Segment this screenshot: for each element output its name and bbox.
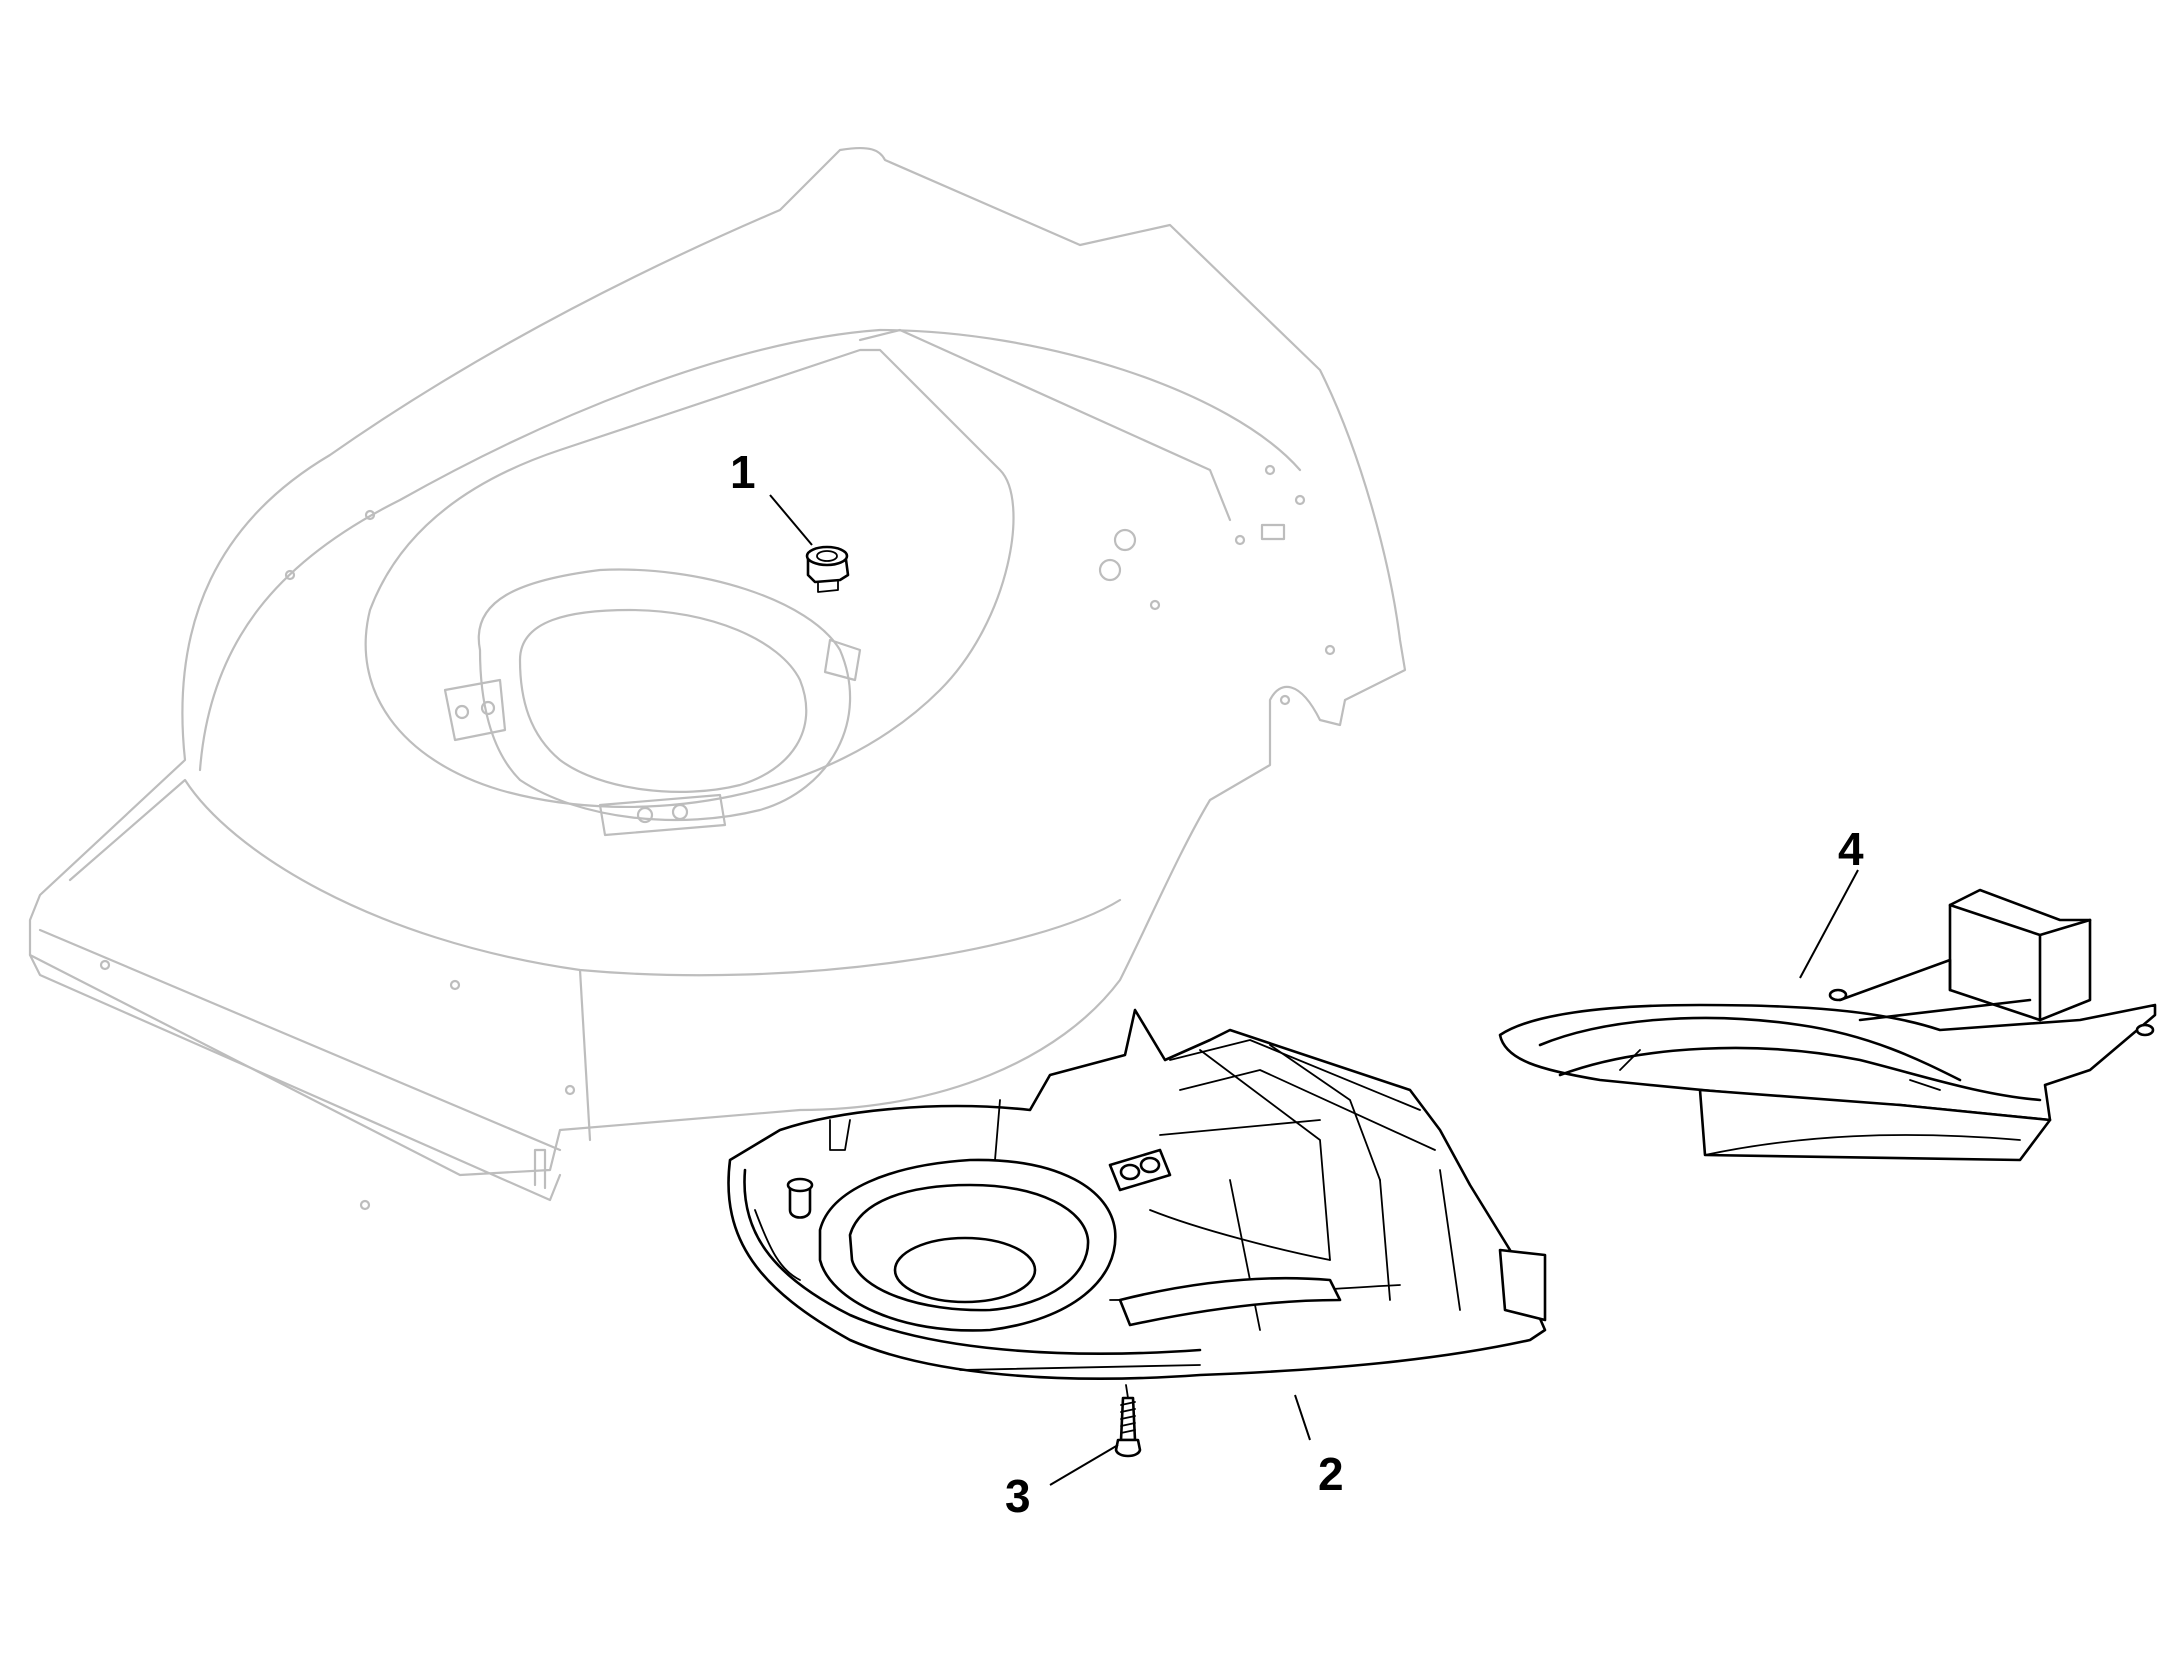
leader-line-2 — [1294, 1394, 1311, 1441]
leader-line-4 — [1799, 869, 1859, 979]
leader-lines — [769, 494, 1859, 1486]
leader-line-1 — [769, 494, 813, 546]
callout-2: 2 — [1318, 1448, 1344, 1500]
callout-3: 3 — [1005, 1470, 1031, 1522]
callout-labels: 1 2 3 4 — [730, 446, 1864, 1522]
part-1-bushing — [805, 545, 850, 593]
callout-1: 1 — [730, 446, 756, 498]
part-2-baffle — [727, 1008, 1547, 1380]
part-4-discharge-chute — [1498, 888, 2157, 1162]
part-3-screw — [1114, 1384, 1142, 1458]
leader-line-3 — [1049, 1444, 1119, 1486]
callout-4: 4 — [1838, 823, 1864, 875]
mower-deck — [28, 146, 1407, 1211]
